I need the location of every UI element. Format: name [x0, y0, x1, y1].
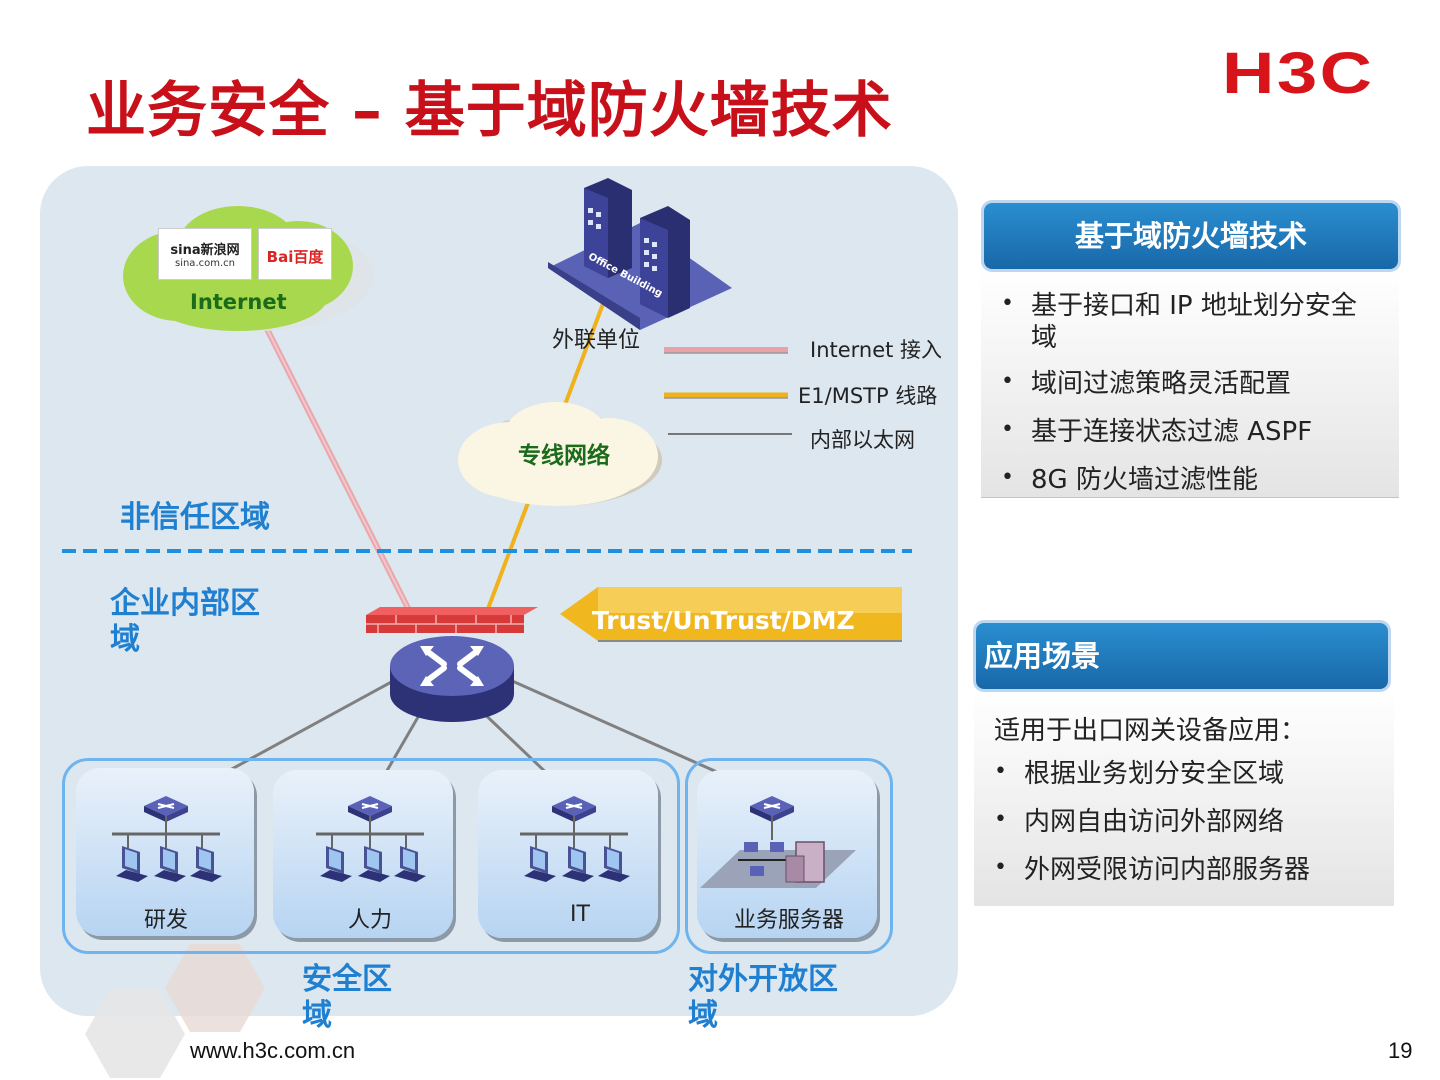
untrusted-zone-label: 非信任区域	[120, 500, 270, 535]
trust-zone-banner	[560, 587, 902, 642]
office-label: 外联单位	[552, 328, 641, 353]
secure-zone-label: 安全区域	[302, 962, 392, 1033]
scenario-intro: 适用于出口网关设备应用：	[994, 716, 1307, 746]
group-hr	[273, 770, 453, 938]
office-building-icon	[548, 178, 732, 330]
sina-logo: sina新浪网 sina.com.cn	[158, 228, 252, 280]
secure-zone-outline	[62, 758, 680, 954]
group-it-label: IT	[570, 902, 590, 927]
baidu-logo: Bai百度	[258, 228, 332, 280]
feature-box-header: 基于域防火墙技术	[984, 203, 1398, 269]
hexagon-decoration	[85, 944, 265, 1078]
trust-zone-label: Trust/UnTrust/DMZ	[592, 606, 855, 635]
scenario-box-header: 应用场景	[976, 623, 1388, 689]
leased-line-cloud-icon	[458, 402, 662, 506]
legend-e1-mstp: E1/MSTP 线路	[798, 384, 938, 408]
dmz-zone-outline	[685, 758, 893, 954]
footer-url[interactable]: www.h3c.com.cn	[190, 1038, 356, 1063]
scenario-box-body: 适用于出口网关设备应用： •根据业务划分安全区域 •内网自由访问外部网络 •外网…	[974, 690, 1394, 906]
page-number: 19	[1388, 1038, 1413, 1063]
leased-line-label: 专线网络	[518, 443, 610, 469]
dmz-zone-label: 对外开放区域	[688, 962, 838, 1033]
legend-internet: Internet 接入	[810, 338, 943, 362]
page-title: 业务安全 – 基于域防火墙技术	[86, 76, 893, 146]
legend-ethernet: 内部以太网	[810, 428, 915, 452]
group-servers-label: 业务服务器	[734, 908, 845, 933]
firewall-icon	[366, 607, 538, 633]
core-router-icon	[390, 636, 514, 722]
internal-zone-label: 企业内部区域	[110, 586, 260, 657]
group-hr-label: 人力	[348, 908, 393, 933]
feature-box-body: •基于接口和 IP 地址划分安全域 •域间过滤策略灵活配置 •基于连接状态过滤 …	[981, 270, 1399, 498]
group-rd-label: 研发	[144, 908, 189, 933]
internet-label: Internet	[190, 290, 287, 314]
h3c-logo: H3C	[1222, 41, 1375, 106]
